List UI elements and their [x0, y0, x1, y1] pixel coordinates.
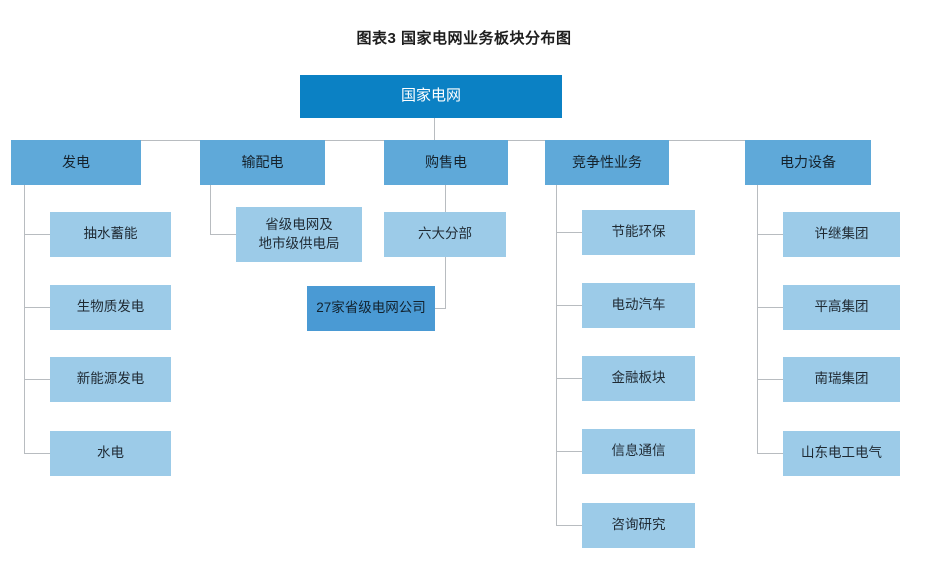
connector-b4-stub-3: [556, 378, 582, 379]
node-leaf-electric-vehicle[interactable]: 电动汽车: [582, 283, 695, 328]
connector-b5-stub-3: [757, 379, 783, 380]
connector-b4-stub-1: [556, 232, 582, 233]
node-leaf-nari-group[interactable]: 南瑞集团: [783, 357, 900, 402]
connector-b5-stub-4: [757, 453, 783, 454]
node-leaf-consulting-research[interactable]: 咨询研究: [582, 503, 695, 548]
connector-b4-stub-2: [556, 305, 582, 306]
node-branch-purchase-sale[interactable]: 购售电: [384, 140, 508, 185]
connector-b5-stub-1: [757, 234, 783, 235]
node-leaf-27-provincial-grid-companies[interactable]: 27家省级电网公司: [307, 286, 435, 331]
connector-b5-stub-2: [757, 307, 783, 308]
connector-b2-stub-1: [210, 234, 236, 235]
connector-b1-stub-1: [24, 234, 50, 235]
node-leaf-shandong-electrical-engineering[interactable]: 山东电工电气: [783, 431, 900, 476]
node-branch-power-generation[interactable]: 发电: [11, 140, 141, 185]
node-leaf-provincial-grid-supply-bureau[interactable]: 省级电网及 地市级供电局: [236, 207, 362, 262]
connector-b4-stub-5: [556, 525, 582, 526]
node-root-state-grid[interactable]: 国家电网: [300, 75, 562, 118]
node-leaf-energy-saving-environment[interactable]: 节能环保: [582, 210, 695, 255]
connector-b1-stub-2: [24, 307, 50, 308]
connector-b1-stub-3: [24, 379, 50, 380]
node-branch-power-equipment[interactable]: 电力设备: [745, 140, 871, 185]
connector-b3-to-c2-vert: [445, 256, 446, 308]
node-branch-transmission-distribution[interactable]: 输配电: [200, 140, 325, 185]
node-leaf-pinggao-group[interactable]: 平高集团: [783, 285, 900, 330]
node-leaf-information-communication[interactable]: 信息通信: [582, 429, 695, 474]
connector-b4-stub-4: [556, 451, 582, 452]
connector-b4-spine: [556, 185, 557, 526]
node-leaf-xuji-group[interactable]: 许继集团: [783, 212, 900, 257]
node-leaf-biomass-power[interactable]: 生物质发电: [50, 285, 171, 330]
connector-b1-stub-4: [24, 453, 50, 454]
node-leaf-pumped-storage[interactable]: 抽水蓄能: [50, 212, 171, 257]
node-leaf-financial-sector[interactable]: 金融板块: [582, 356, 695, 401]
node-leaf-hydropower[interactable]: 水电: [50, 431, 171, 476]
connector-b2-spine: [210, 185, 211, 234]
node-leaf-new-energy-power[interactable]: 新能源发电: [50, 357, 171, 402]
node-leaf-six-branches[interactable]: 六大分部: [384, 212, 506, 257]
page-title: 图表3 国家电网业务板块分布图: [356, 30, 572, 47]
connector-b1-spine: [24, 185, 25, 453]
connector-b3-spine: [445, 185, 446, 234]
connector-root-stem: [434, 118, 435, 140]
connector-b5-spine: [757, 185, 758, 453]
connector-b3-stub-2: [435, 308, 446, 309]
node-branch-competitive-business[interactable]: 竞争性业务: [545, 140, 669, 185]
